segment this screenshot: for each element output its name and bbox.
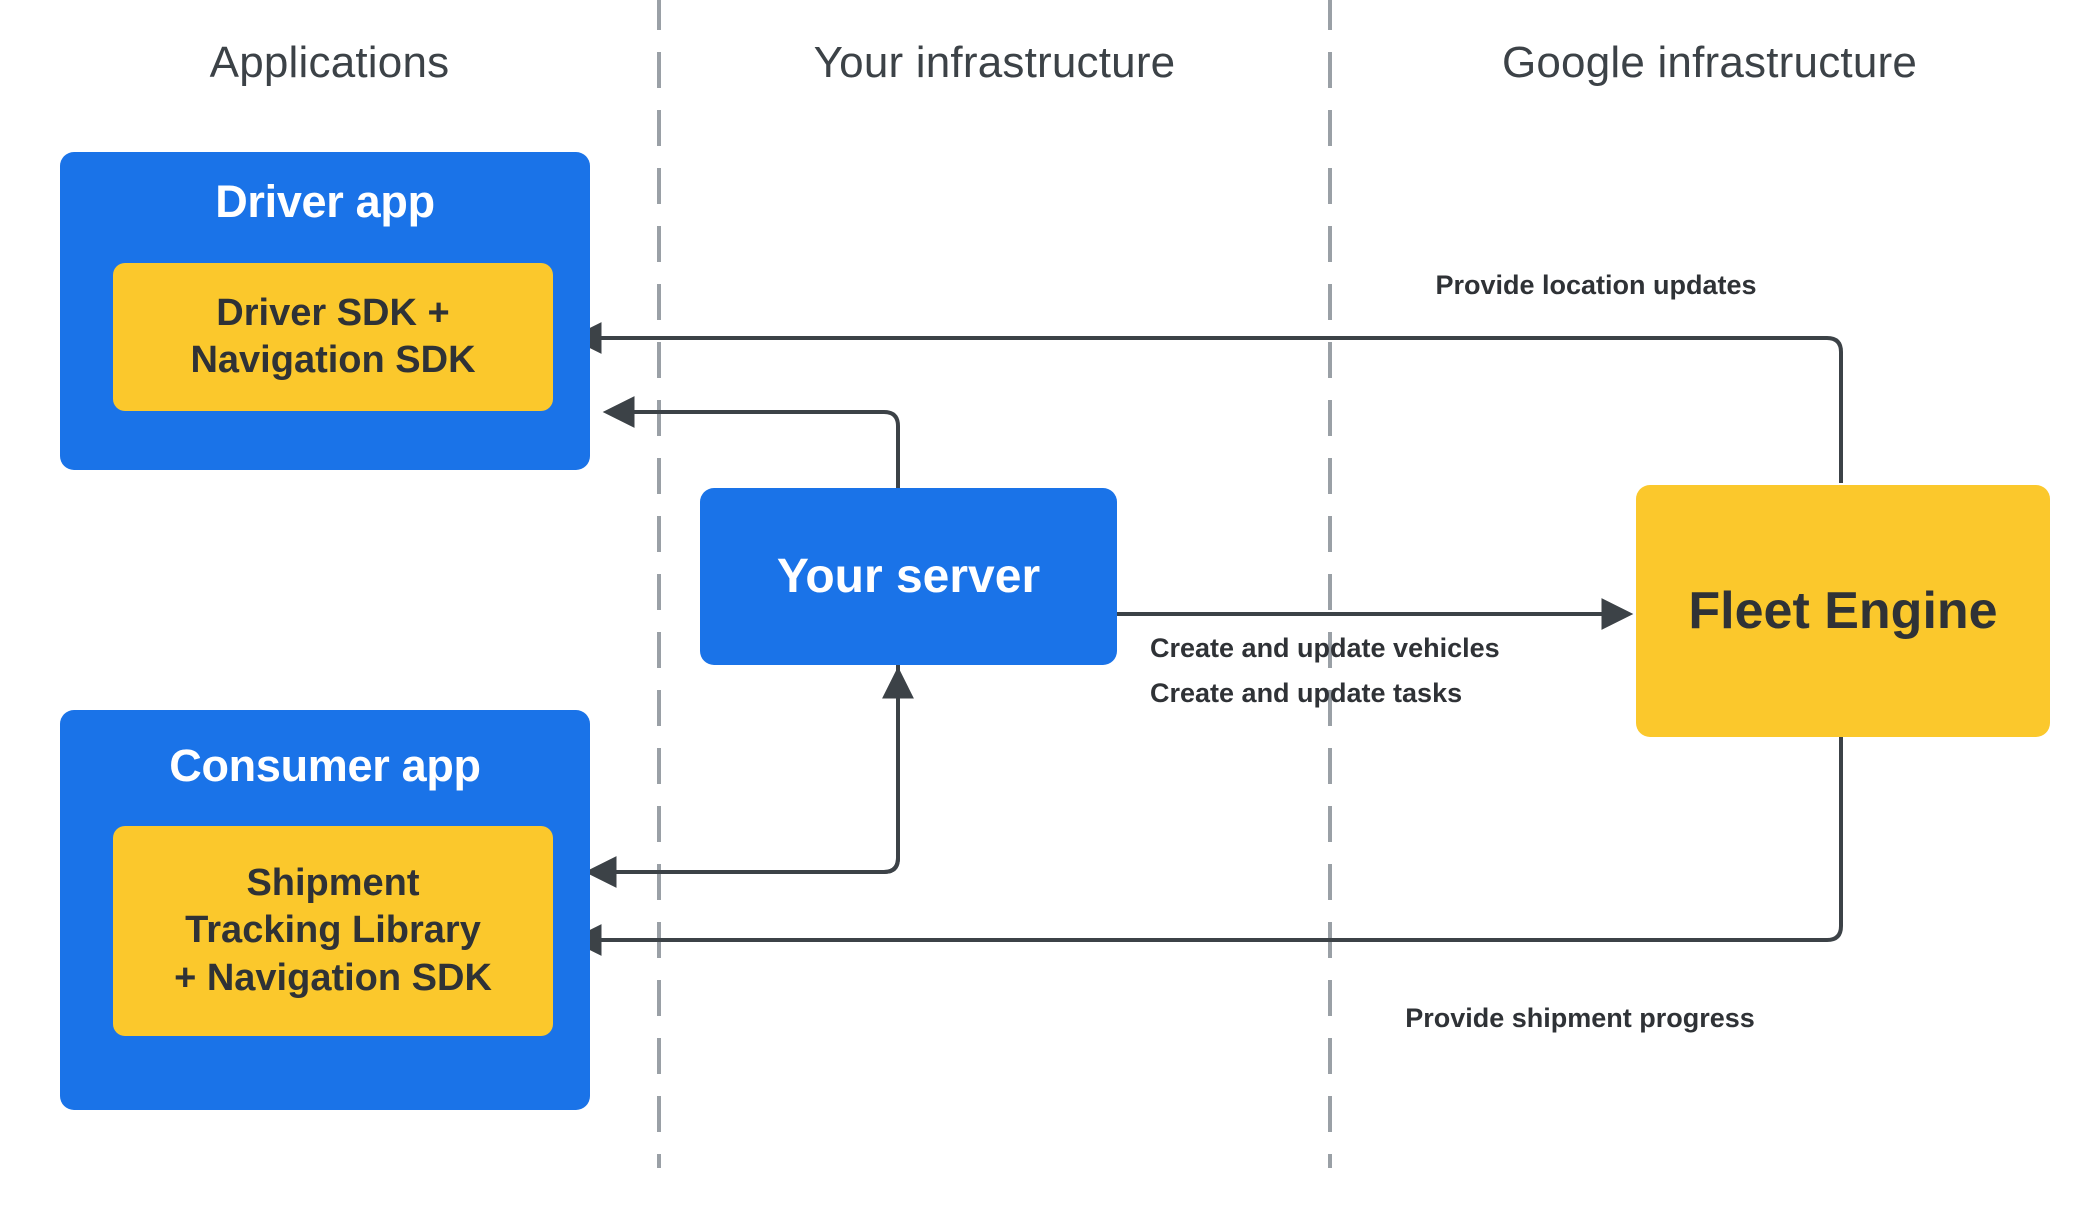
driver-app-title: Driver app (215, 176, 435, 227)
fleet-engine-label: Fleet Engine (1688, 582, 1998, 640)
consumer-sdk-line-2: Tracking Library (185, 909, 481, 952)
consumer-app-title: Consumer app (169, 740, 481, 791)
node-your-server[interactable]: Your server (700, 488, 1117, 665)
node-driver-sdk[interactable]: Driver SDK + Navigation SDK (113, 263, 553, 411)
consumer-sdk-line-3: + Navigation SDK (174, 956, 492, 999)
edge-server-to-consumer (584, 665, 900, 888)
driver-sdk-line-2: Navigation SDK (190, 339, 476, 381)
node-consumer-sdk[interactable]: Shipment Tracking Library + Navigation S… (113, 826, 553, 1036)
driver-sdk-line-1: Driver SDK + (216, 291, 450, 334)
edge-label-provide-shipment-progress: Provide shipment progress (1405, 1003, 1755, 1033)
node-fleet-engine[interactable]: Fleet Engine (1636, 485, 2050, 737)
edge-consumer-to-server (680, 666, 914, 874)
edge-label-create-and-update-tasks: Create and update tasks (1150, 678, 1463, 708)
column-header-your-infrastructure: Your infrastructure (813, 38, 1176, 87)
your-server-label: Your server (776, 550, 1041, 603)
edge-label-provide-location-updates: Provide location updates (1435, 270, 1757, 300)
edge-provide-location-updates (569, 322, 1843, 483)
edge-label-create-and-update-vehicles: Create and update vehicles (1150, 633, 1500, 663)
column-header-applications: Applications (209, 38, 450, 87)
node-consumer-app[interactable]: Consumer app Shipment Tracking Library +… (60, 710, 590, 1110)
column-header-google-infrastructure: Google infrastructure (1501, 38, 1918, 87)
edge-server-to-driver (602, 396, 900, 488)
node-driver-app[interactable]: Driver app Driver SDK + Navigation SDK (60, 152, 590, 470)
edge-provide-shipment-progress (569, 737, 1843, 956)
consumer-sdk-line-1: Shipment (246, 862, 420, 905)
